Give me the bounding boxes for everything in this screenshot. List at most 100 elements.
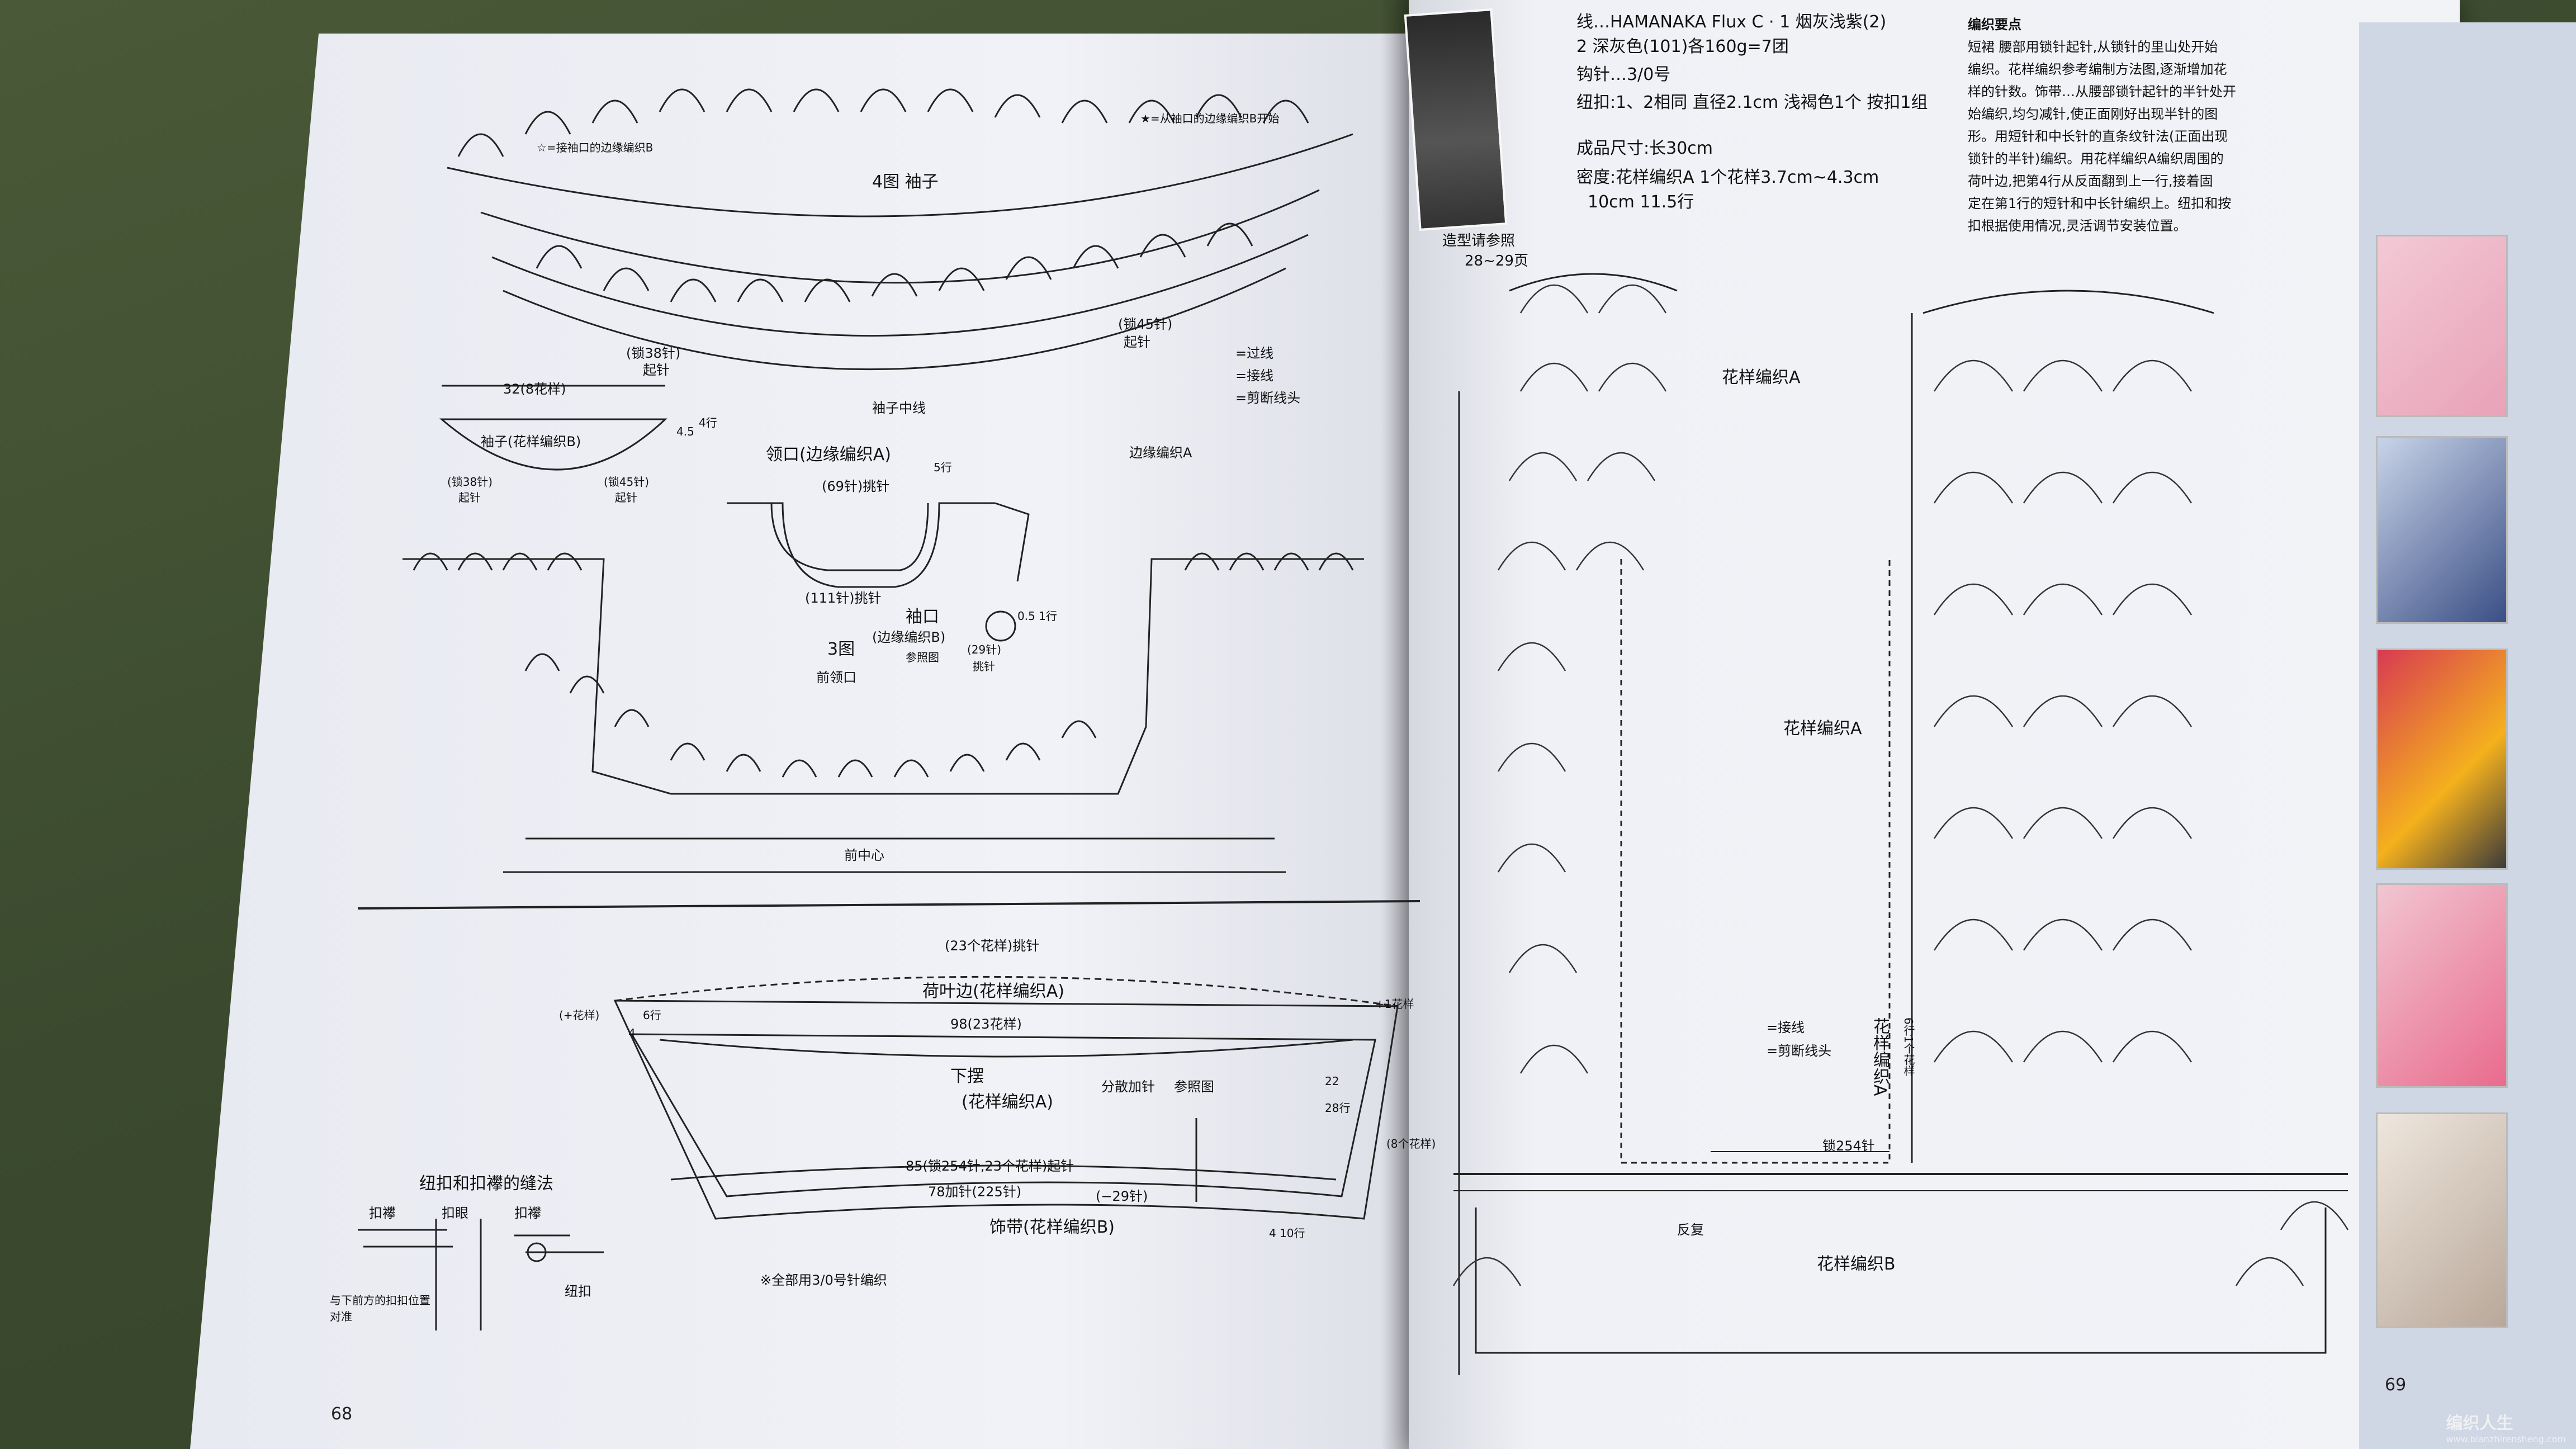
- pattern-a-top: 花样编织A: [1722, 368, 1801, 387]
- hem-reference: 参照图: [1174, 1079, 1214, 1095]
- fig4-chain-left-sub: 起针: [643, 362, 670, 378]
- sleeve-chain-right-sub: 起针: [615, 491, 637, 504]
- left-page-number: 68: [331, 1404, 353, 1424]
- neck-label: 领口(边缘编织A): [766, 445, 891, 465]
- thumbnail-image: [2376, 235, 2508, 417]
- neck-rows: 5行: [934, 461, 952, 474]
- fig3-title: 3图: [827, 640, 855, 659]
- sleeve-width: 32(8花样): [503, 381, 566, 397]
- pattern-b: 花样编织B: [1817, 1254, 1896, 1274]
- cuff-rows: 0.5 1行: [1017, 609, 1057, 623]
- fig4-chain-left: (锁38针): [626, 345, 681, 361]
- hem-chain: 85(锁254针,23个花样)起针: [906, 1158, 1074, 1174]
- button-title: 纽扣和扣襻的缝法: [419, 1174, 553, 1194]
- hem-increase: 分散加针: [1101, 1079, 1155, 1095]
- hem-pick: (23个花样)挑针: [945, 938, 1040, 954]
- chain-254: 锁254针: [1822, 1138, 1875, 1154]
- front-center: 前中心: [844, 847, 884, 863]
- hem-8: (8个花样): [1386, 1137, 1436, 1150]
- finished-size: 成品尺寸:长30cm: [1576, 139, 1713, 158]
- button-loop: 扣襻: [369, 1205, 396, 1221]
- legend-pass: =过线: [1235, 345, 1274, 361]
- hem-pattern: (花样编织A): [962, 1092, 1053, 1112]
- points-line: 始编织,均匀减针,使正面刚好出现半针的图: [1968, 106, 2218, 122]
- materials-yarn: 线…HAMANAKA Flux C · 1 烟灰浅紫(2): [1576, 12, 1887, 32]
- garment-photo: [1404, 8, 1508, 231]
- fig4-note-diamond: ☆=接袖口的边缘编织B: [537, 141, 654, 154]
- thumbnail-image: [2376, 436, 2508, 624]
- photo-caption-pages: 28~29页: [1465, 253, 1528, 269]
- legend-join-right: =接线: [1767, 1020, 1805, 1035]
- belt-rows: 4 10行: [1269, 1227, 1305, 1240]
- button-hole: 扣眼: [442, 1205, 468, 1221]
- sleeve-chain-left-sub: 起针: [458, 491, 481, 504]
- sleeve-rows: 4行: [699, 416, 717, 429]
- thumbnail-image: [2376, 883, 2508, 1088]
- points-title: 编织要点: [1968, 17, 2021, 32]
- points-line: 扣根据使用情况,灵活调节安装位置。: [1968, 218, 2187, 234]
- fig3-sub: 前领口: [816, 670, 856, 685]
- hem-add: 78加针(225针): [928, 1184, 1022, 1200]
- thumbnail-image: [2376, 1112, 2508, 1328]
- pattern-a-vertical: 花样编织A: [1870, 1017, 1890, 1096]
- site-watermark: 编织人生 www.bianzhirensheng.com: [2446, 1409, 2566, 1445]
- materials-hook: 钩针…3/0号: [1576, 65, 1671, 84]
- button-note: 与下前方的扣扣位置对准: [330, 1294, 430, 1323]
- ruffle-rows-left: 6行: [643, 1008, 661, 1022]
- points-line: 锁针的半针)编织。用花样编织A编织周围的: [1968, 151, 2224, 167]
- repeat-label: 反复: [1677, 1222, 1704, 1238]
- hem-title: 下摆: [950, 1067, 984, 1086]
- legend-cut-right: =剪断线头: [1767, 1043, 1832, 1059]
- pattern-a-vertical-rows: 6行1个花样: [1902, 1017, 1915, 1077]
- cuff-ref: 参照图: [906, 651, 939, 664]
- gauge-2: 10cm 11.5行: [1588, 192, 1694, 212]
- cuff-label: 袖口: [906, 607, 939, 627]
- ruffle-plus-left: (+花样): [559, 1008, 600, 1022]
- right-page: [1409, 0, 2460, 1449]
- button-label: 纽扣: [565, 1284, 591, 1299]
- fig4-chain-right-sub: 起针: [1124, 334, 1150, 350]
- points-line: 荷叶边,把第4行从反面翻到上一行,接着固: [1968, 173, 2213, 189]
- points-line: 形。用短针和中长针的直条纹针法(正面出现: [1968, 129, 2228, 144]
- points-line: 短裙 腰部用锁针起针,从锁针的里山处开始: [1968, 39, 2218, 55]
- right-page-number: 69: [2385, 1375, 2407, 1395]
- fig4-note-star: ★=从袖口的边缘编织B开始: [1140, 112, 1280, 125]
- fig4-title: 4图 袖子: [872, 172, 939, 192]
- sleeve-label: 袖子(花样编织B): [481, 434, 581, 449]
- watermark-text: 编织人生: [2446, 1414, 2513, 1433]
- neck-top-pick: (69针)挑针: [822, 479, 890, 494]
- cuff-pick: (29针): [967, 643, 1002, 656]
- photo-caption: 造型请参照: [1442, 233, 1516, 249]
- ruffle-plus-right: +1花样: [1375, 997, 1414, 1011]
- hem-22: 22: [1325, 1074, 1339, 1088]
- sleeve-chain-left: (锁38针): [447, 475, 493, 489]
- legend-cut: =剪断线头: [1235, 390, 1301, 406]
- watermark-url: www.bianzhirensheng.com: [2446, 1434, 2566, 1445]
- hem-28: 28行: [1325, 1101, 1351, 1115]
- hem-count: 98(23花样): [950, 1016, 1022, 1032]
- sleeve-cm: 4.5: [676, 425, 694, 438]
- ruffle-rows-left2: 4: [628, 1026, 636, 1040]
- ruffle-label: 荷叶边(花样编织A): [922, 982, 1064, 1001]
- materials-yarn-2: 2 深灰色(101)各160g=7团: [1576, 37, 1789, 56]
- hem-minus: (−29针): [1096, 1188, 1148, 1204]
- legend-join: =接线: [1235, 368, 1274, 383]
- fig4-center-line: 袖子中线: [872, 400, 926, 416]
- gauge: 密度:花样编织A 1个花样3.7cm~4.3cm: [1576, 168, 1879, 187]
- points-line: 定在第1行的短针和中长针编织上。纽扣和按: [1968, 196, 2232, 211]
- materials-button: 纽扣:1、2相同 直径2.1cm 浅褐色1个 按扣1组: [1576, 93, 1928, 112]
- sleeve-chain-right: (锁45针): [604, 475, 650, 489]
- all-note: ※全部用3/0号针编织: [760, 1272, 887, 1288]
- button-loop-2: 扣襻: [514, 1205, 541, 1221]
- fig4-chain-right: (锁45针): [1118, 316, 1173, 332]
- belt-label: 饰带(花样编织B): [989, 1218, 1115, 1237]
- pattern-a-mid: 花样编织A: [1783, 719, 1862, 738]
- points-line: 样的针数。饰带…从腰部锁针起针的半针处开: [1968, 84, 2236, 100]
- edge-a-label: 边缘编织A: [1129, 445, 1192, 461]
- neck-bottom-pick: (111针)挑针: [805, 590, 882, 606]
- cuff-sub: (边缘编织B): [872, 629, 946, 645]
- points-line: 编织。花样编织参考编制方法图,逐渐增加花: [1968, 61, 2227, 77]
- thumbnail-image: [2376, 648, 2508, 870]
- cuff-pick-sub: 挑针: [973, 660, 995, 673]
